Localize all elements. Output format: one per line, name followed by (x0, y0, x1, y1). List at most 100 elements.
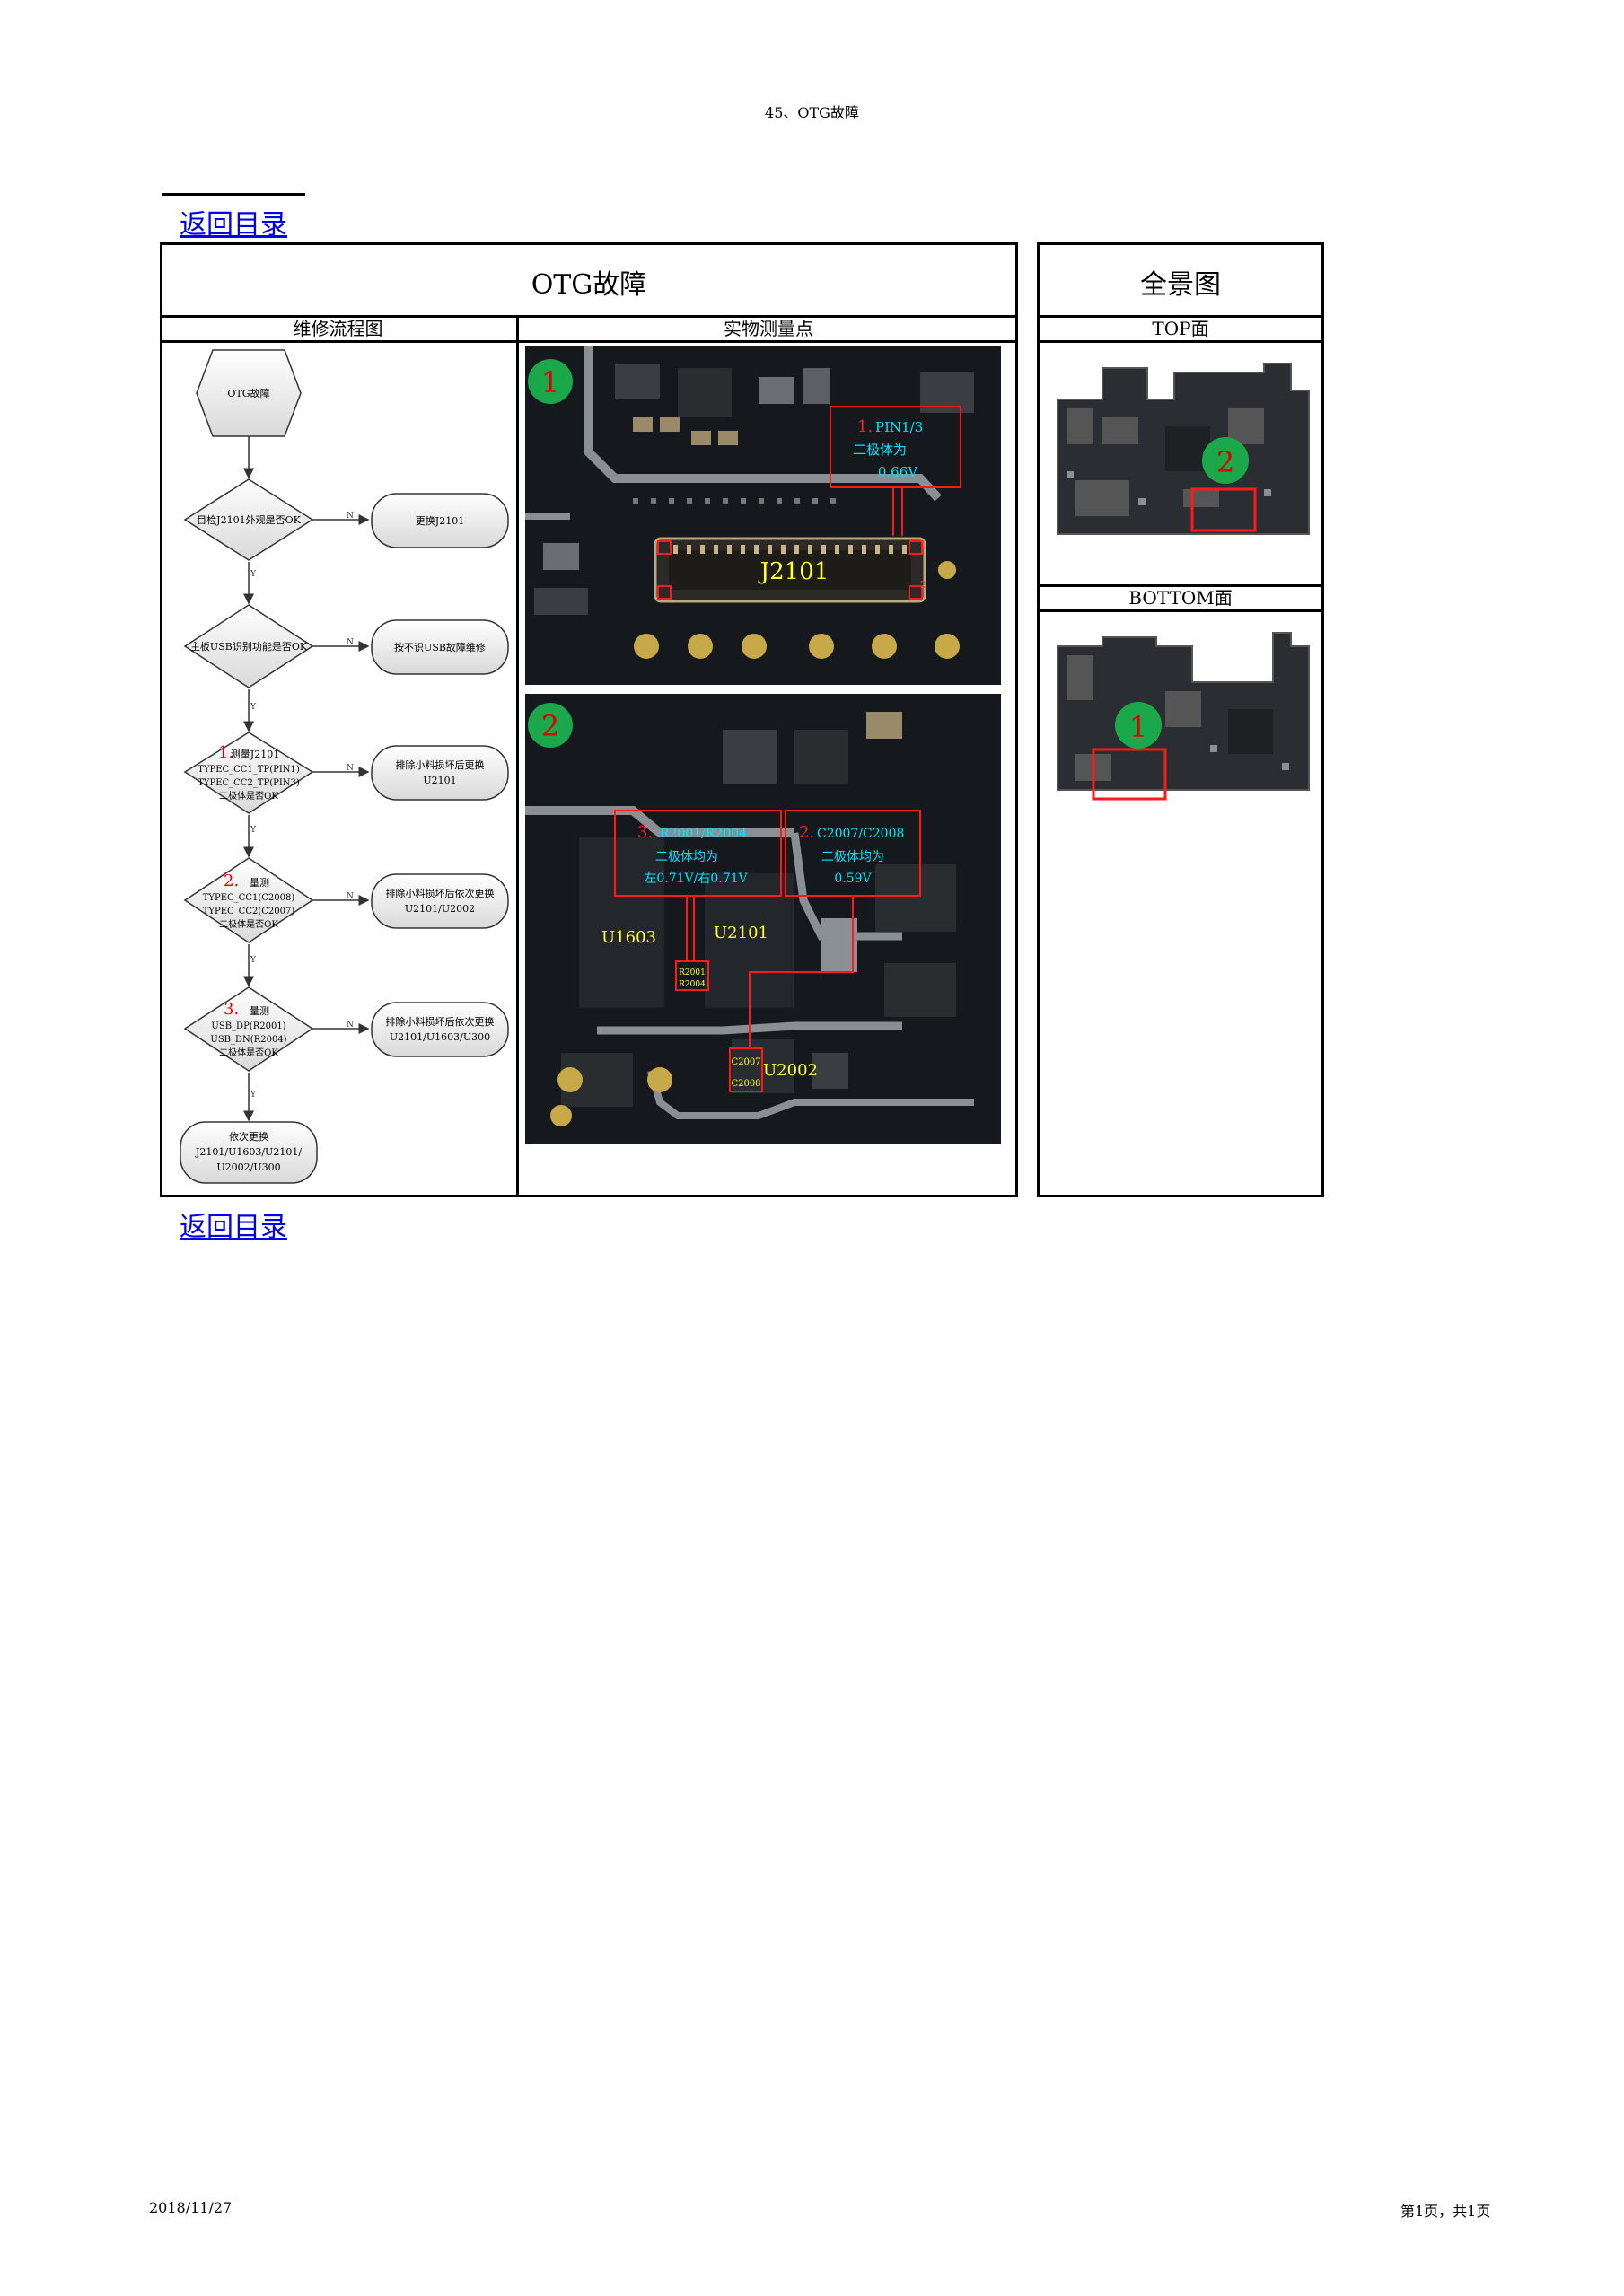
no-label: N (347, 764, 354, 773)
divider (160, 340, 1018, 343)
action-node (371, 619, 509, 675)
badge (1202, 437, 1249, 484)
action-node (371, 493, 509, 548)
step-number: 1. (857, 417, 873, 436)
action-text: U2101/U2002 (405, 903, 475, 915)
divider (1037, 609, 1324, 612)
decision-node (183, 986, 314, 1072)
action-text: U2101 (423, 775, 456, 786)
board-bottom-view: 1 (1057, 632, 1310, 801)
no-label: N (347, 512, 354, 521)
badge-number: 1 (541, 365, 559, 399)
annotation-text: 二极体均为 (655, 850, 718, 864)
divider (1037, 340, 1324, 343)
overview-table (1037, 242, 1324, 1197)
annotation-text: R2001/R2004 (660, 827, 747, 841)
decision-text: TYPEC_CC1(C2008) (203, 893, 295, 903)
col-measure-title: 实物测量点 (724, 318, 813, 339)
board-top-view: 2 (1057, 363, 1310, 535)
bottom-face-title: BOTTOM面 (1128, 587, 1233, 609)
decision-text: 二极体是否OK (219, 1047, 278, 1058)
back-to-toc-link[interactable]: 返回目录 (180, 209, 287, 241)
area-marker (1190, 487, 1257, 532)
pin-marker (657, 540, 672, 555)
yes-label: Y (250, 956, 257, 965)
pin-label: 1 (920, 539, 926, 551)
no-label: N (347, 892, 354, 901)
yes-label: Y (250, 703, 257, 712)
decision-node (183, 857, 314, 943)
action-text: 排除小料损坏后更换 (396, 758, 485, 771)
decision-text: USB_DP(R2001) (211, 1021, 285, 1031)
annotation-text: 二极体均为 (821, 850, 884, 864)
annotation-box (830, 406, 961, 488)
part-label: C2008 (731, 1079, 760, 1089)
decision-text: 测量J2101 (231, 749, 279, 760)
annotation-text: 左0.71V/右0.71V (644, 872, 748, 886)
decision-text: 二极体是否OK (219, 918, 278, 930)
main-table (160, 242, 1018, 1197)
divider (516, 315, 519, 1197)
annotation-text: PIN1/3 (875, 419, 923, 435)
end-text: U2002/U300 (216, 1161, 280, 1173)
pin-marker (909, 540, 923, 555)
annotation-text: 0.66V (878, 464, 918, 480)
end-node (180, 1121, 318, 1184)
action-text: U2101/U1603/U300 (390, 1031, 490, 1043)
decision-text: USB_DN(R2004) (210, 1035, 286, 1045)
overview-title: 全景图 (1140, 269, 1221, 301)
step-number: 1. (218, 743, 233, 762)
decision-text: 目检J2101外观是否OK (197, 513, 301, 526)
start-label: OTG故障 (227, 387, 269, 399)
decision-node (183, 732, 314, 814)
back-to-toc-link[interactable]: 返回目录 (180, 1212, 287, 1243)
end-text: J2101/U1603/U2101/ (195, 1146, 302, 1158)
divider (1037, 584, 1324, 587)
decision-text: 量测 (250, 877, 269, 889)
yes-label: Y (250, 570, 257, 579)
no-label: N (347, 1021, 354, 1030)
photo-measure-area: 3. R2001/R2004 二极体均为 左0.71V/右0.71V 2. C2… (525, 694, 1001, 1144)
col-flow-title: 维修流程图 (293, 318, 383, 339)
yes-label: Y (250, 1091, 257, 1100)
repair-flowchart: Y Y Y Y Y N N N N N OTG故障 目检J2101外观是否OK … (180, 349, 509, 1184)
action-node (371, 1002, 509, 1057)
action-text: 排除小料损坏后依次更换 (386, 1015, 495, 1028)
footer-page-number: 第1页，共1页 (1400, 2203, 1491, 2220)
connector-label: J2101 (758, 558, 830, 585)
badge-number: 2 (541, 709, 559, 743)
photo-j2101: 1 2 J2101 1. PIN1/3 二极体为 0.66V 1 (525, 346, 1001, 685)
pin-marker (909, 585, 923, 600)
top-face-title: TOP面 (1152, 318, 1209, 339)
decision-node (183, 478, 314, 561)
main-title: OTG故障 (531, 269, 647, 301)
action-node (371, 873, 509, 929)
annotation-box (614, 810, 782, 897)
decision-text: TYPEC_CC2(C2007) (203, 907, 295, 916)
decision-text: 二极体是否OK (219, 790, 278, 802)
part-label: C2007 (731, 1057, 760, 1067)
decision-node (183, 604, 314, 688)
yes-label: Y (250, 826, 257, 835)
divider (160, 315, 1018, 318)
divider (1037, 315, 1324, 318)
action-node (371, 745, 509, 801)
part-label: R2001 (679, 968, 706, 977)
action-text: 按不识USB故障维修 (394, 641, 486, 653)
end-text: 依次更换 (229, 1130, 268, 1143)
page-header: 45、OTG故障 (765, 104, 859, 121)
area-marker (1092, 748, 1167, 801)
badge (528, 359, 573, 404)
part-label: R2004 (679, 980, 706, 989)
chip-label: U2101 (714, 924, 768, 942)
annotation-text: C2007/C2008 (817, 827, 904, 841)
annotation-text: 二极体为 (853, 442, 907, 458)
start-node (196, 349, 302, 437)
step-number: 2. (224, 872, 239, 890)
no-label: N (347, 638, 354, 647)
decision-text: 量测 (250, 1005, 269, 1017)
action-text: 排除小料损坏后依次更换 (386, 887, 495, 899)
decision-text: TYPEC_CC2_TP(PIN3) (198, 778, 300, 788)
part-marker (675, 960, 709, 991)
badge-number: 1 (1129, 710, 1147, 744)
